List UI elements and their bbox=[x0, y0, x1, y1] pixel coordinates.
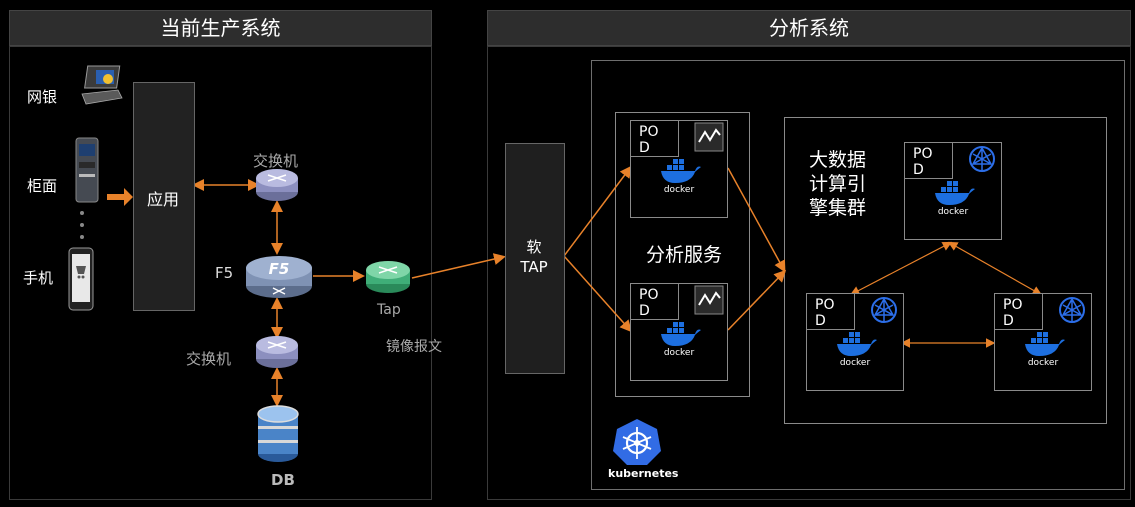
docker-label: docker bbox=[1027, 358, 1059, 368]
docker-label: docker bbox=[663, 185, 695, 195]
soft-tap-box bbox=[505, 143, 565, 374]
docker-whale-icon bbox=[1025, 332, 1065, 356]
f5-logo-text: F5 bbox=[269, 260, 290, 278]
pod-name: PO D bbox=[631, 121, 679, 157]
pod-name: PO D bbox=[995, 294, 1043, 330]
application-label: 应用 bbox=[147, 190, 180, 209]
netbank-label: 网银 bbox=[27, 88, 58, 106]
analysis-pod-1[interactable]: PO D docker bbox=[630, 120, 728, 218]
docker-whale-icon bbox=[661, 322, 701, 346]
network-mesh-icon bbox=[969, 146, 995, 172]
analysis-system-panel bbox=[487, 46, 1131, 500]
cluster-pod-left[interactable]: PO D docker bbox=[806, 293, 904, 391]
current-production-title: 当前生产系统 bbox=[9, 10, 432, 46]
switch-bottom-label: 交换机 bbox=[186, 350, 232, 368]
analysis-pod-2[interactable]: PO D docker bbox=[630, 283, 728, 381]
pod-name: PO D bbox=[807, 294, 855, 330]
analysis-system-title: 分析系统 bbox=[487, 10, 1131, 46]
application-box bbox=[133, 82, 195, 311]
database-label: DB bbox=[271, 471, 295, 489]
network-mesh-icon bbox=[871, 297, 897, 323]
soft-tap-label: 软 TAP bbox=[520, 238, 548, 276]
ellipsis-dots bbox=[80, 211, 86, 245]
analytics-icon bbox=[694, 122, 724, 152]
mobile-icon bbox=[68, 247, 94, 311]
switch-bottom-icon bbox=[256, 336, 298, 368]
database-icon bbox=[257, 405, 299, 462]
mirror-traffic-label: 镜像报文 bbox=[386, 339, 442, 355]
cluster-pod-right[interactable]: PO D docker bbox=[994, 293, 1092, 391]
mobile-label: 手机 bbox=[23, 269, 54, 287]
docker-label: docker bbox=[839, 358, 871, 368]
atm-icon bbox=[75, 137, 99, 203]
bigdata-cluster-label: 大数据 计算引 擎集群 bbox=[809, 149, 867, 219]
docker-label: docker bbox=[663, 348, 695, 358]
kubernetes-cluster-box bbox=[591, 60, 1125, 490]
docker-whale-icon bbox=[935, 181, 975, 205]
switch-top-icon bbox=[256, 169, 298, 201]
counter-label: 柜面 bbox=[27, 177, 58, 195]
f5-label: F5 bbox=[215, 264, 234, 282]
analysis-service-box bbox=[615, 112, 750, 397]
f5-loadbalancer-icon: F5 bbox=[246, 256, 312, 298]
network-mesh-icon bbox=[1059, 297, 1085, 323]
analysis-service-label: 分析服务 bbox=[646, 244, 723, 266]
docker-whale-icon bbox=[661, 159, 701, 183]
tap-label: Tap bbox=[377, 302, 401, 318]
laptop-icon bbox=[81, 65, 123, 105]
pod-name: PO D bbox=[631, 284, 679, 320]
tap-icon bbox=[366, 261, 410, 293]
switch-top-label: 交换机 bbox=[253, 152, 299, 170]
pod-name: PO D bbox=[905, 143, 953, 179]
kubernetes-icon bbox=[613, 419, 661, 465]
docker-label: docker bbox=[937, 207, 969, 217]
docker-whale-icon bbox=[837, 332, 877, 356]
cluster-pod-top[interactable]: PO D docker bbox=[904, 142, 1002, 240]
kubernetes-label: kubernetes bbox=[608, 467, 679, 480]
analytics-icon bbox=[694, 285, 724, 315]
